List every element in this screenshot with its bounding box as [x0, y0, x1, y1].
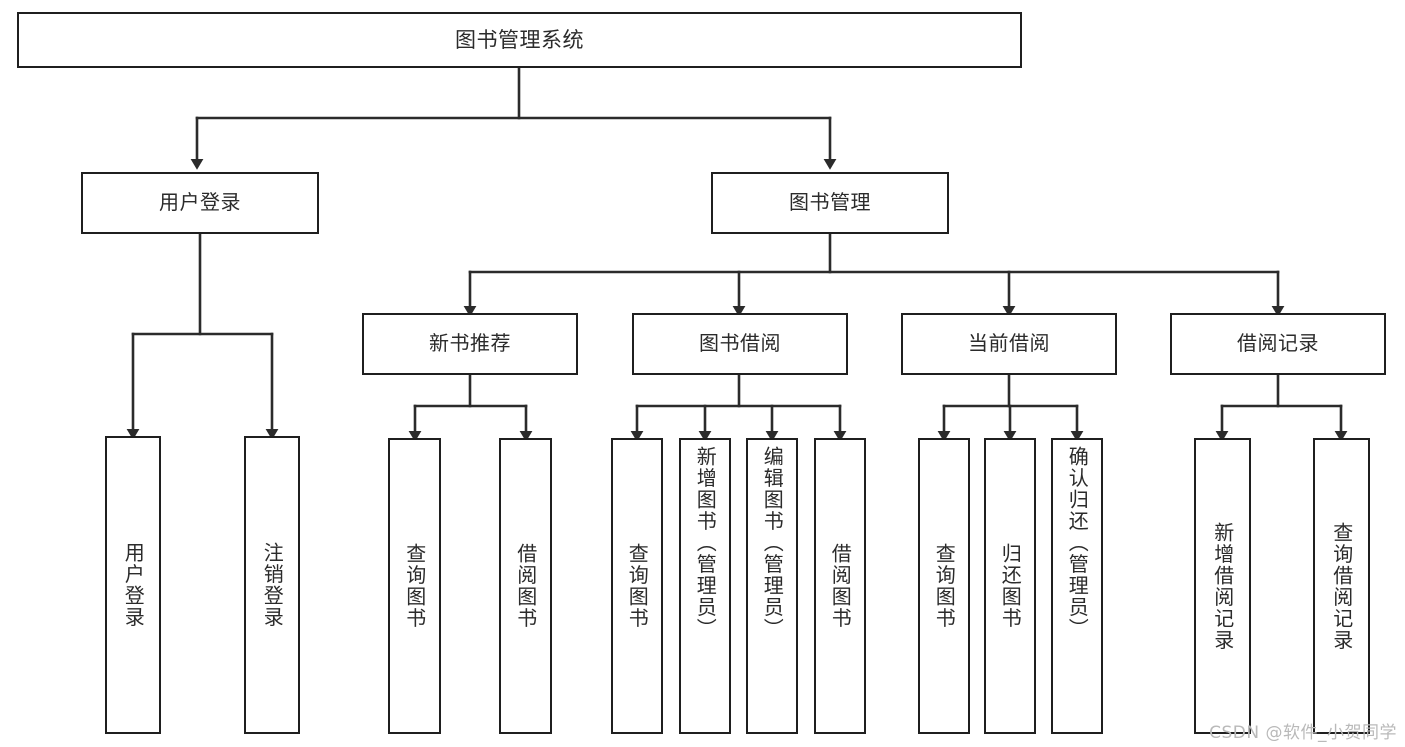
leaf-logout-login[interactable]: 注销登录: [244, 436, 300, 734]
node-label: 用户登录: [159, 190, 241, 215]
node-root-book-management-system[interactable]: 图书管理系统: [17, 12, 1022, 68]
node-label: 图书管理: [789, 190, 871, 215]
node-label: 注销登录: [260, 542, 285, 628]
node-current-borrow[interactable]: 当前借阅: [901, 313, 1117, 375]
node-label: 借阅记录: [1237, 331, 1319, 356]
leaf-borrow-book[interactable]: 借阅图书: [814, 438, 866, 734]
node-borrow-record[interactable]: 借阅记录: [1170, 313, 1386, 375]
node-label: 确认归还（管理员）: [1065, 446, 1090, 640]
node-label: 归还图书: [998, 543, 1023, 629]
node-new-book-recommend[interactable]: 新书推荐: [362, 313, 578, 375]
leaf-return-book[interactable]: 归还图书: [984, 438, 1036, 734]
node-label: 借阅图书: [513, 543, 538, 629]
leaf-query-book-recommend[interactable]: 查询图书: [388, 438, 441, 734]
node-label: 新书推荐: [429, 331, 511, 356]
leaf-query-book-current[interactable]: 查询图书: [918, 438, 970, 734]
node-label: 查询借阅记录: [1329, 521, 1354, 651]
leaf-user-login[interactable]: 用户登录: [105, 436, 161, 734]
node-label: 图书管理系统: [455, 27, 584, 52]
node-label: 新增借阅记录: [1210, 521, 1235, 651]
leaf-query-borrow-record[interactable]: 查询借阅记录: [1313, 438, 1370, 734]
node-label: 当前借阅: [968, 331, 1050, 356]
node-label: 借阅图书: [828, 543, 853, 629]
leaf-borrow-book-recommend[interactable]: 借阅图书: [499, 438, 552, 734]
node-label: 查询图书: [402, 543, 427, 629]
leaf-confirm-return-admin[interactable]: 确认归还（管理员）: [1051, 438, 1103, 734]
node-label: 图书借阅: [699, 331, 781, 356]
leaf-add-book-admin[interactable]: 新增图书（管理员）: [679, 438, 731, 734]
node-book-borrow[interactable]: 图书借阅: [632, 313, 848, 375]
node-label: 查询图书: [932, 543, 957, 629]
node-label: 用户登录: [121, 542, 146, 628]
node-book-management[interactable]: 图书管理: [711, 172, 949, 234]
node-label: 新增图书（管理员）: [693, 446, 718, 640]
node-label: 查询图书: [625, 543, 650, 629]
node-user-login[interactable]: 用户登录: [81, 172, 319, 234]
node-label: 编辑图书（管理员）: [760, 446, 785, 640]
leaf-edit-book-admin[interactable]: 编辑图书（管理员）: [746, 438, 798, 734]
leaf-query-book-borrow[interactable]: 查询图书: [611, 438, 663, 734]
leaf-add-borrow-record[interactable]: 新增借阅记录: [1194, 438, 1251, 734]
